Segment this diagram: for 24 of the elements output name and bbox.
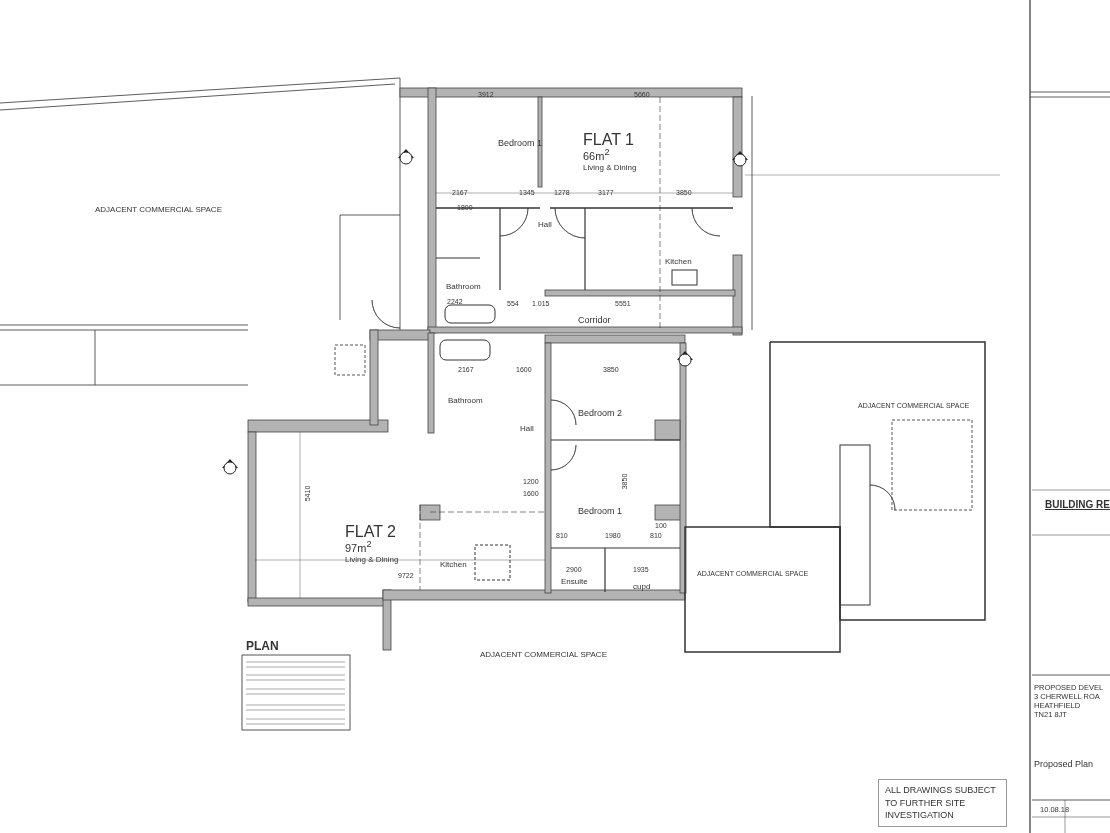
room-name: Hall: [538, 220, 552, 229]
room-name: Hall: [520, 424, 534, 433]
room-name: Kitchen: [665, 257, 692, 266]
drawing-title: Proposed Plan: [1034, 760, 1094, 769]
room-name: Ensuite: [561, 577, 588, 586]
room-name: Living & Dining: [583, 162, 637, 172]
room-name: Bathroom: [448, 396, 483, 405]
room-name: cupd: [633, 582, 651, 591]
room-name: ADJACENT COMMERCIAL SPACE: [480, 650, 607, 659]
room-name: ADJACENT COMMERCIAL SPACE: [95, 205, 222, 214]
stage-heading: BUILDING RE: [1045, 500, 1110, 510]
room-name: Bedroom 2: [578, 408, 623, 418]
disclaimer-note: ALL DRAWINGS SUBJECT TO FURTHER SITE INVESTIGATION: [878, 779, 1007, 827]
room-name: Bedroom 1: [578, 506, 623, 516]
plan-title: PLAN: [246, 640, 279, 652]
room-name: Living & Dining: [345, 554, 399, 564]
floor-area: 66m$^{2}$: [583, 147, 610, 162]
room-name: Bedroom 1: [498, 138, 543, 148]
room-name: Kitchen: [440, 560, 467, 569]
floor-area: 97m$^{2}$: [345, 539, 372, 554]
flat-title: FLAT 1: [583, 131, 634, 149]
room-name: Bathroom: [446, 282, 481, 291]
room-name: Corridor: [578, 315, 611, 325]
flat-title: FLAT 2: [345, 523, 396, 541]
